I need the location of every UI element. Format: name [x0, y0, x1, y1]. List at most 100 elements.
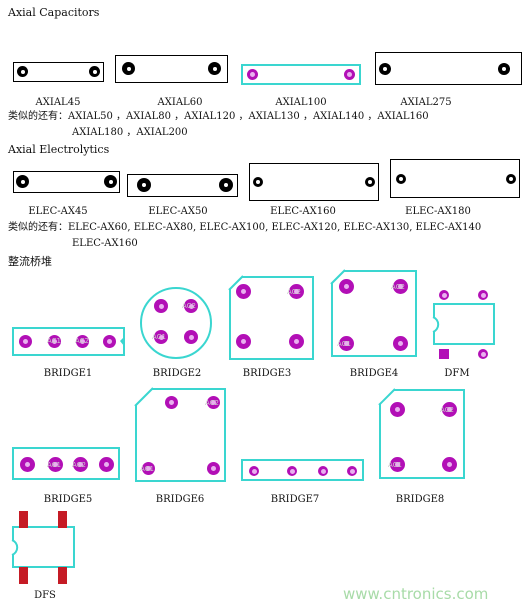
elec-similar-line2: ELEC-AX160: [72, 238, 138, 249]
label-elec-ax50: ELEC-AX50: [148, 206, 208, 217]
pad-ac1: [287, 466, 297, 476]
axial-similar-line1: 类似的还有：AXIAL50 ，AXIAL80 ，AXIAL120 ，AXIAL1…: [8, 111, 429, 122]
pad-2: [208, 62, 221, 75]
pad-ac1: [154, 330, 168, 344]
section-axial-capacitors: Axial Capacitors: [8, 6, 100, 19]
pad-ac1: [142, 462, 155, 475]
pad-label-ac2: AC2: [287, 288, 302, 296]
pad-plus: [165, 396, 178, 409]
dfm-pad-3: [439, 349, 449, 359]
pad-plus: [16, 175, 29, 188]
pad-label-ac2: AC2: [440, 406, 455, 414]
pad-plus: [154, 299, 168, 313]
footprint-elec-ax180: [390, 159, 520, 198]
pad-minus: [442, 457, 457, 472]
section-rectifier-bridge: 整流桥堆: [8, 255, 52, 268]
pad-label-ac1: AC1: [47, 337, 62, 345]
pad-plus: [137, 178, 151, 192]
dfs-pad-1: [19, 511, 28, 528]
pad-label-ac2: AC2: [205, 399, 220, 407]
pad-ac2: [393, 279, 408, 294]
pad-plus: [249, 466, 259, 476]
footprint-elec-ax160: [249, 163, 379, 201]
pad-1: [247, 69, 258, 80]
pad-label-ac1: AC1: [152, 333, 167, 341]
pad-label-ac2: AC2: [72, 461, 87, 469]
pad-label-ac1: AC1: [47, 461, 62, 469]
pad-label-ac2: AC2: [75, 337, 90, 345]
pad-plus: [19, 335, 32, 348]
pad-ac1: [236, 334, 251, 349]
pad-minus: [347, 466, 357, 476]
footprint-axial45: [13, 62, 104, 82]
pad-minus: [289, 334, 304, 349]
pad-minus: [207, 462, 220, 475]
footprint-axial60: [115, 55, 228, 83]
label-bridge3: BRIDGE3: [242, 368, 292, 379]
label-bridge1: BRIDGE1: [43, 368, 93, 379]
label-axial275: AXIAL275: [400, 97, 452, 108]
axial-similar-line2: AXIAL180 ，AXIAL200: [72, 127, 188, 138]
pad-label-ac2: AC2: [182, 302, 197, 310]
pad-minus: [506, 174, 516, 184]
footprint-bridge3: AC2: [229, 276, 314, 360]
pad-ac2: [73, 457, 88, 472]
footprint-elec-ax45: [13, 171, 120, 193]
pad-minus: [104, 175, 117, 188]
label-bridge7: BRIDGE7: [270, 494, 320, 505]
label-bridge4: BRIDGE4: [349, 368, 399, 379]
pad-minus: [103, 335, 116, 348]
footprint-bridge6: AC2 AC1: [135, 388, 226, 482]
label-dfs: DFS: [34, 590, 56, 601]
pad-plus: [253, 177, 263, 187]
pad-ac2: [184, 299, 198, 313]
dfs-pad-3: [19, 567, 28, 584]
pad-ac2: [207, 396, 220, 409]
pad-1: [379, 63, 391, 75]
label-axial100: AXIAL100: [275, 97, 327, 108]
pad-ac1: [339, 336, 354, 351]
pad-plus: [339, 279, 354, 294]
pad-minus: [99, 457, 114, 472]
footprint-bridge2: AC2 AC1: [140, 287, 212, 359]
dfm-pad-1: [439, 290, 449, 300]
label-bridge2: BRIDGE2: [152, 368, 202, 379]
label-elec-ax160: ELEC-AX160: [270, 206, 336, 217]
pad-1: [17, 66, 28, 77]
label-bridge8: BRIDGE8: [395, 494, 445, 505]
pad-ac2: [442, 402, 457, 417]
dfs-pad-4: [58, 567, 67, 584]
pad-2: [498, 63, 510, 75]
pad-ac1: [390, 457, 405, 472]
pad-ac2: [76, 335, 89, 348]
pad-label-ac2: AC2: [391, 283, 406, 291]
pad-label-ac1: AC1: [337, 340, 352, 348]
label-bridge5: BRIDGE5: [43, 494, 93, 505]
pad-minus: [393, 336, 408, 351]
label-elec-ax180: ELEC-AX180: [405, 206, 471, 217]
footprint-axial275: [375, 52, 522, 85]
dfs-pad-2: [58, 511, 67, 528]
footprint-bridge4: AC2 AC1: [331, 270, 417, 357]
pad-plus: [236, 284, 251, 299]
section-axial-electrolytics: Axial Electrolytics: [8, 143, 110, 156]
dfm-pad-4: [478, 349, 488, 359]
dfm-pad-2: [478, 290, 488, 300]
label-dfm: DFM: [444, 368, 470, 379]
pad-minus: [365, 177, 375, 187]
pad-plus: [20, 457, 35, 472]
pad-2: [89, 66, 100, 77]
pad-2: [344, 69, 355, 80]
label-axial60: AXIAL60: [157, 97, 203, 108]
pad-minus: [219, 178, 233, 192]
label-bridge6: BRIDGE6: [155, 494, 205, 505]
pad-label-ac1: AC1: [388, 461, 403, 469]
footprint-elec-ax50: [127, 174, 238, 197]
pad-minus: [184, 330, 198, 344]
pad-label-ac1: AC1: [140, 465, 155, 473]
watermark: www.cntronics.com: [343, 585, 489, 603]
label-elec-ax45: ELEC-AX45: [28, 206, 88, 217]
pad-plus: [396, 174, 406, 184]
pad-plus: [390, 402, 405, 417]
